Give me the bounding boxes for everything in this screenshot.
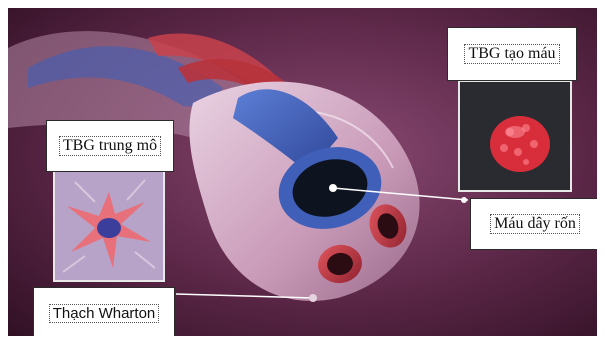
label-hematopoietic: TBG tạo máu [447,27,577,81]
label-hematopoietic-text: TBG tạo máu [464,44,559,64]
label-mesenchymal-text: TBG trung mô [59,136,161,156]
pointer-dot-cord-blood [329,184,337,192]
label-wharton-text: Thạch Wharton [49,304,160,323]
hematopoietic-cell-image [458,80,572,192]
pointer-end-cord-blood [461,197,467,203]
label-cord-blood: Máu dây rốn [470,198,597,250]
label-mesenchymal: TBG trung mô [46,120,174,172]
label-wharton: Thạch Wharton [33,287,175,336]
pointer-dot-wharton [309,294,317,302]
umbilical-cord-illustration: TBG tạo máu TBG trung mô Máu dây rốn Thạ… [8,8,597,336]
mesenchymal-cell-image [53,170,165,282]
label-cord-blood-text: Máu dây rốn [490,214,580,234]
